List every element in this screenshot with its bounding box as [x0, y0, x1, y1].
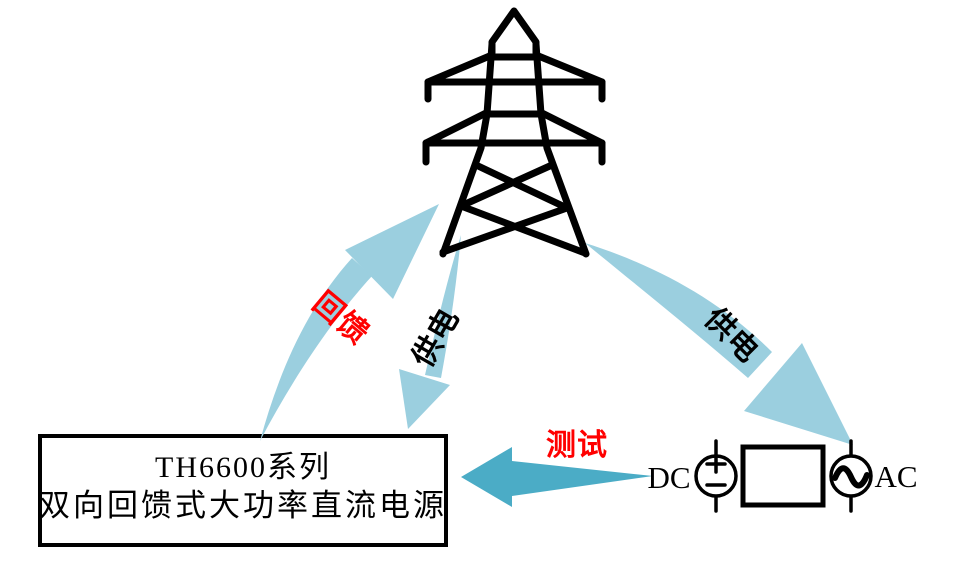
test-label: 测试	[546, 429, 608, 462]
test-arrow	[461, 447, 653, 507]
feedback-arrow	[260, 204, 439, 441]
ac-source-icon	[829, 439, 873, 513]
transmission-tower-icon	[422, 7, 606, 258]
dc-label: DC	[647, 460, 691, 495]
dc-source-icon	[694, 439, 738, 513]
device-box-title: TH6600系列	[155, 451, 331, 484]
supply-arrow-middle	[399, 235, 461, 429]
supply-arrow-right	[585, 243, 853, 445]
device-under-test-box	[740, 444, 826, 508]
device-box: TH6600系列 双向回馈式大功率直流电源	[38, 434, 448, 547]
device-box-subtitle: 双向回馈式大功率直流电源	[39, 488, 447, 523]
ac-label: AC	[874, 459, 918, 494]
